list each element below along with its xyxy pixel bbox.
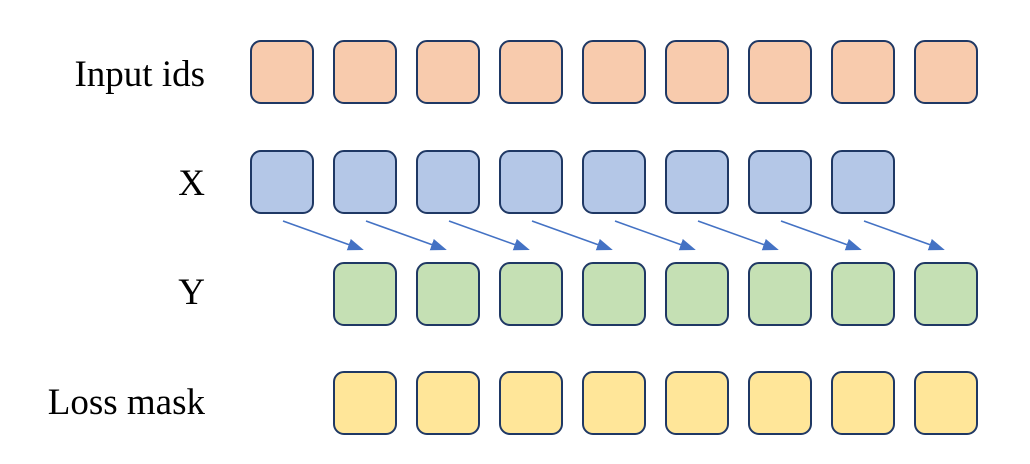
x-to-y-arrow-4 (531, 220, 613, 251)
y-box-4 (582, 262, 646, 326)
x-to-y-arrow-3 (448, 220, 530, 251)
x-to-y-arrow-5 (614, 220, 696, 251)
row-label-x: X (178, 162, 205, 204)
x-to-y-arrow-6 (697, 220, 779, 251)
input-ids-box-3 (416, 40, 480, 104)
y-box-3 (499, 262, 563, 326)
row-label-y: Y (178, 271, 205, 313)
loss-mask-box-5 (665, 371, 729, 435)
x-box-2 (333, 150, 397, 214)
loss-mask-box-8 (914, 371, 978, 435)
loss-mask-box-7 (831, 371, 895, 435)
x-to-y-arrow-8 (863, 220, 945, 251)
loss-mask-box-1 (333, 371, 397, 435)
input-ids-box-2 (333, 40, 397, 104)
loss-mask-box-3 (499, 371, 563, 435)
y-box-6 (748, 262, 812, 326)
loss-mask-box-6 (748, 371, 812, 435)
loss-mask-box-4 (582, 371, 646, 435)
x-box-8 (831, 150, 895, 214)
y-box-2 (416, 262, 480, 326)
x-box-6 (665, 150, 729, 214)
x-box-7 (748, 150, 812, 214)
loss-mask-box-2 (416, 371, 480, 435)
x-to-y-arrow-1 (282, 220, 364, 251)
x-to-y-arrow-2 (365, 220, 447, 251)
y-box-1 (333, 262, 397, 326)
input-ids-box-4 (499, 40, 563, 104)
x-box-5 (582, 150, 646, 214)
y-box-5 (665, 262, 729, 326)
input-ids-box-1 (250, 40, 314, 104)
input-ids-box-6 (665, 40, 729, 104)
input-ids-box-5 (582, 40, 646, 104)
input-ids-box-9 (914, 40, 978, 104)
x-to-y-arrow-7 (780, 220, 862, 251)
row-label-input-ids: Input ids (74, 53, 205, 95)
x-box-4 (499, 150, 563, 214)
x-box-3 (416, 150, 480, 214)
x-box-1 (250, 150, 314, 214)
input-ids-box-8 (831, 40, 895, 104)
y-box-8 (914, 262, 978, 326)
y-box-7 (831, 262, 895, 326)
input-ids-box-7 (748, 40, 812, 104)
row-label-loss-mask: Loss mask (47, 381, 205, 423)
